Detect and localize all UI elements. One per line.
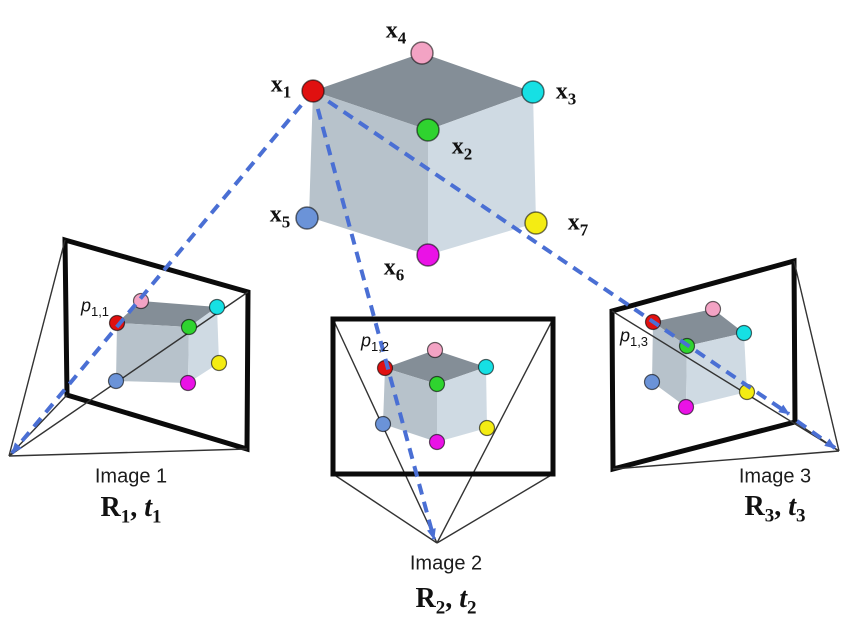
camera3-title: Image 3 (738, 465, 812, 488)
camera1-frustum-edge (8, 394, 68, 457)
camera2-dot-cyan (477, 358, 495, 376)
point-label-x2: x2 (451, 133, 473, 164)
camera3-frustum-edge (611, 310, 840, 452)
point-label-x3: x3 (555, 78, 577, 109)
camera3-dot-magenta (677, 398, 695, 416)
camera1-dot-cyan (208, 298, 226, 316)
ray-camera3-plane-to-center (795, 419, 837, 450)
point-label-x6: x6 (383, 254, 405, 285)
camera1-dot-yellow (210, 354, 228, 372)
camera3-dot-pink (704, 300, 722, 318)
world-cube-right-face (428, 92, 536, 255)
camera2-projected-points (374, 341, 496, 451)
world-point-x6 (416, 243, 440, 267)
camera2-cube-top-face (385, 350, 486, 384)
camera1-dot-pink (132, 292, 150, 310)
camera-1 (8, 236, 251, 457)
camera3-pose: R3, t3 (744, 491, 806, 527)
camera-2 (330, 316, 556, 544)
camera1-projected-cube (116, 301, 219, 383)
camera2-frustum-edge (436, 473, 554, 544)
camera2-dot-green (428, 375, 446, 393)
point-label-x1: x1 (270, 71, 292, 102)
world-points (295, 41, 548, 267)
camera3-dot-cyan (735, 324, 753, 342)
world-cube-left-face (309, 91, 428, 255)
camera1-pose: R1, t1 (100, 492, 162, 528)
ray-x1-to-camera2 (311, 90, 436, 540)
world-point-x3 (521, 80, 545, 104)
world-cube (309, 53, 536, 255)
camera3-cube-top-face (653, 309, 744, 346)
camera2-dot-blue (374, 415, 392, 433)
camera1-frustum-edge (8, 291, 249, 457)
point-label-x5: x5 (269, 201, 291, 232)
camera2-cube-left-face (383, 368, 437, 442)
camera1-frustum-edge (8, 448, 248, 457)
world-point-x5 (295, 206, 319, 230)
camera2-dot-pink (426, 341, 444, 359)
camera3-projected-cube (652, 309, 747, 407)
camera2-frustum-edge (436, 318, 554, 544)
camera2-projected-cube (383, 350, 487, 442)
point-label-x7: x7 (567, 209, 589, 240)
camera1-frustum-lines (8, 239, 249, 457)
camera-3 (609, 257, 840, 473)
camera1-dot-blue (107, 372, 125, 390)
camera1-cube-left-face (116, 323, 189, 383)
world-cube-top-face (313, 53, 533, 130)
camera2-title: Image 2 (409, 552, 483, 575)
camera2-dot-yellow (478, 419, 496, 437)
camera3-dot-blue (643, 373, 661, 391)
camera3-cube-right-face (686, 333, 747, 407)
camera3-frustum-edge (793, 260, 840, 452)
world-point-x1 (301, 79, 325, 103)
camera2-image-plane (330, 316, 556, 477)
camera3-cube-left-face (652, 322, 687, 407)
camera3-frustum-edge (612, 450, 840, 470)
projection-label-p13: p1,3 (619, 325, 649, 350)
camera2-dot-magenta (428, 433, 446, 451)
camera2-cube-right-face (437, 367, 487, 442)
camera1-title: Image 1 (94, 465, 168, 488)
projection-label-p11: p1,1 (80, 295, 110, 320)
ray-x1-to-camera3-plane (311, 89, 791, 416)
camera2-frustum-edge (332, 473, 438, 544)
world-point-x4 (410, 41, 434, 65)
ray-x1-to-camera1 (10, 89, 315, 455)
camera1-frustum-edge (8, 239, 66, 457)
projection-label-p12: p1,2 (360, 330, 390, 355)
camera2-pose: R2, t2 (415, 583, 477, 619)
camera2-frustum-lines (332, 318, 554, 544)
camera1-projected-points (107, 292, 228, 392)
camera1-dot-green (180, 318, 198, 336)
point-label-x4: x4 (385, 17, 407, 48)
world-point-x7 (524, 211, 548, 235)
camera1-dot-magenta (179, 374, 197, 392)
world-point-x2 (416, 118, 440, 142)
projection-rays (10, 89, 837, 540)
